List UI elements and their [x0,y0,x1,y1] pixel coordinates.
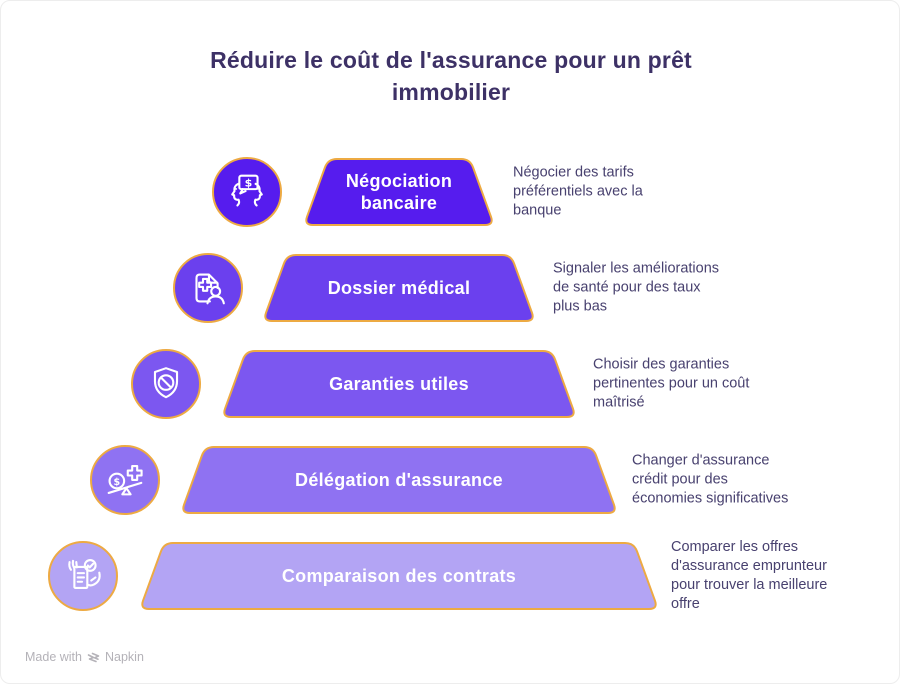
pyramid-level-description: Signaler les améliorations de santé pour… [553,260,720,315]
pyramid-level-description: Choisir des garanties pertinentes pour u… [593,356,750,411]
pyramid-level-description: Comparer les offres d'assurance emprunte… [671,538,828,613]
pyramid-band [223,350,575,418]
balance-icon: $ [90,445,160,515]
pyramid-band [305,158,493,226]
footer-credit: Made with Napkin [25,650,144,664]
pyramid-level-label: Garanties utiles [329,373,469,394]
svg-text:$: $ [114,477,121,488]
footer-brand-label: Napkin [104,650,144,664]
pyramid-band [182,446,616,514]
page-title: Réduire le coût de l'assurance pour un p… [210,47,692,105]
svg-text:$: $ [245,177,253,190]
pyramid-band [141,542,657,610]
pyramid-level-description: Négocier des tarifs préférentiels avec l… [513,164,643,219]
napkin-logo-icon [87,652,100,662]
contract-check-icon [48,541,118,611]
pyramid-level-label: Délégation d'assurance [295,469,503,490]
pyramid-band [264,254,534,322]
pyramid-level-description: Changer d'assurance crédit pour des écon… [632,452,789,507]
pyramid-level-label: Comparaison des contrats [281,565,517,586]
shield-icon [131,349,201,419]
pyramid-level-label: Négociation bancaire [345,170,453,214]
pyramid-level-label: Dossier médical [327,277,471,298]
medical-file-icon [173,253,243,323]
negotiation-icon: $ [212,157,282,227]
footer-made-with-label: Made with [25,650,82,664]
